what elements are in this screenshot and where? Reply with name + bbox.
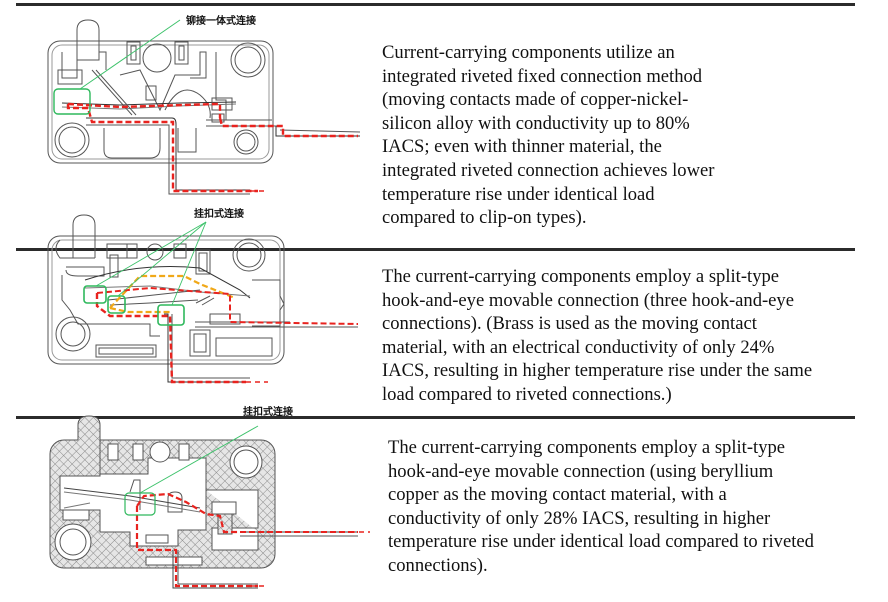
current-path-upper xyxy=(67,102,222,118)
mount-hole-bottom-right xyxy=(233,129,259,155)
section-divider-2 xyxy=(16,416,855,419)
current-path-upper xyxy=(96,286,359,325)
label-leader-line xyxy=(79,19,181,90)
hook-connection-highlight-1 xyxy=(83,285,107,304)
mount-hole-top-right xyxy=(229,445,263,479)
riveted-connection-label: 铆接一体式连接 xyxy=(186,14,256,27)
moving-blade xyxy=(61,101,237,106)
mount-hole-top-right xyxy=(232,238,266,272)
hook-brass-switch-diagram: 挂扣式连接 xyxy=(47,207,359,384)
common-terminal xyxy=(86,117,250,191)
top-pin xyxy=(142,43,172,73)
label-leader-line-1 xyxy=(95,221,207,287)
current-path xyxy=(95,293,246,384)
riveted-connection-highlight xyxy=(53,88,91,115)
hook-brass-description: The current-carrying components employ a… xyxy=(382,266,813,405)
mount-hole-bottom-left xyxy=(54,122,90,158)
current-path-upper xyxy=(136,492,240,534)
top-pin xyxy=(146,243,164,261)
riveted-description: Current-carrying components utilize an i… xyxy=(382,42,715,229)
current-path xyxy=(135,506,258,588)
section-divider-1 xyxy=(16,248,855,251)
label-leader-line-2 xyxy=(117,221,207,297)
hook-beryllium-switch-diagram: 挂扣式连接 xyxy=(49,405,370,589)
riveted-switch-diagram: 铆接一体式连接 xyxy=(47,14,361,195)
top-rule xyxy=(16,3,855,6)
moving-blade xyxy=(63,487,201,509)
label-leader-line-3 xyxy=(171,221,207,306)
common-terminal xyxy=(172,550,258,589)
mount-hole-bottom-left xyxy=(55,316,91,352)
hook-connection-highlight-3 xyxy=(157,304,185,326)
switch-housing xyxy=(47,235,285,365)
secondary-current-path xyxy=(109,274,236,309)
hook-connection-label: 挂扣式连接 xyxy=(243,405,293,418)
switch-housing xyxy=(47,40,274,164)
plunger xyxy=(76,19,100,60)
hatched-housing xyxy=(49,415,276,569)
hook-connection-highlight-2 xyxy=(107,295,126,314)
top-pin xyxy=(149,441,171,463)
current-path-right xyxy=(218,117,358,138)
label-leader-line xyxy=(139,425,259,494)
plunger xyxy=(72,214,96,258)
hook-beryllium-description: The current-carrying components employ a… xyxy=(388,437,814,576)
mount-hole-top-right xyxy=(230,42,266,78)
hook-connection-label: 挂扣式连接 xyxy=(194,207,244,220)
current-path xyxy=(66,104,258,193)
